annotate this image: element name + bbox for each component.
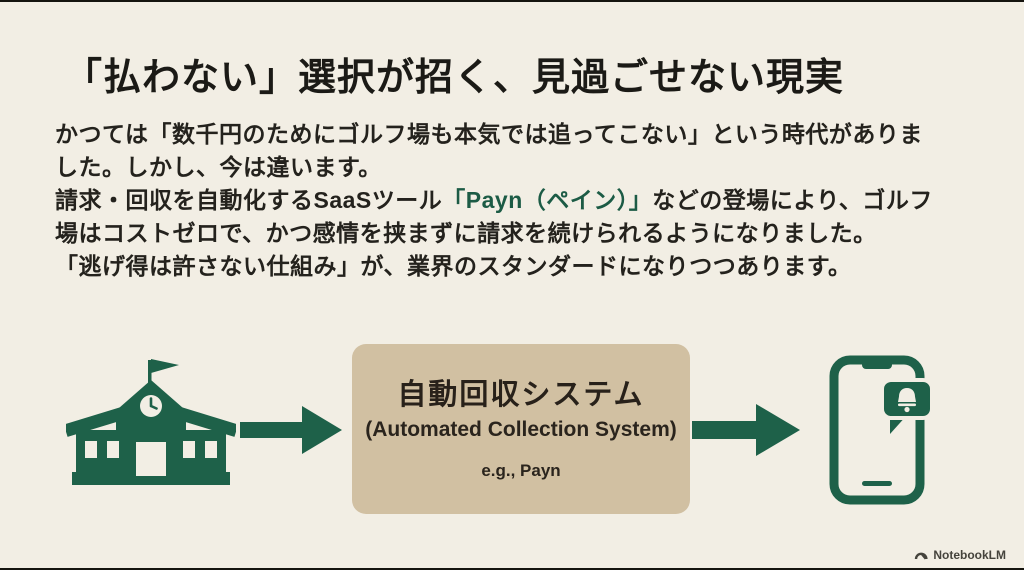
- bottom-frame-edge: [0, 568, 1024, 570]
- slide-title: 「払わない」選択が招く、見過ごせない現実: [64, 57, 845, 99]
- system-box-title-ja: 自動回収システム: [397, 379, 645, 411]
- arrow-right-icon: [692, 404, 800, 456]
- body-line-1: かつては「数千円のためにゴルフ場も本気では追ってこない」という時代がありま: [55, 121, 923, 147]
- body-line-3-post: などの登場により、ゴルフ: [652, 187, 933, 213]
- arrow-right-icon: [240, 406, 342, 454]
- watermark-label: NotebookLM: [933, 548, 1006, 562]
- clubhouse-building-icon: [66, 359, 236, 485]
- system-box: 自動回収システム (Automated Collection System) e…: [352, 344, 690, 514]
- body-line-3-pre: 請求・回収を自動化するSaaSツール: [55, 187, 443, 213]
- system-box-example: e.g., Payn: [481, 461, 561, 480]
- body-line-5: 「逃げ得は許さない仕組み」が、業界のスタンダードになりつつあります。: [55, 253, 852, 279]
- watermark: NotebookLM: [914, 548, 1006, 562]
- payn-highlight: 「Payn（ペイン）」: [442, 187, 653, 213]
- body-line-4: 場はコストゼロで、かつ感情を挟まずに請求を続けられるようになりました。: [55, 220, 877, 246]
- body-text: かつては「数千円のためにゴルフ場も本気では追ってこない」という時代がありま した…: [55, 118, 985, 283]
- notebooklm-logo-icon: [915, 552, 928, 560]
- system-box-title-en: (Automated Collection System): [365, 418, 677, 441]
- body-line-3: 請求・回収を自動化するSaaSツール「Payn（ペイン）」などの登場により、ゴル…: [55, 184, 985, 217]
- smartphone-notification-icon: [829, 355, 934, 505]
- body-line-2: した。しかし、今は違います。: [55, 154, 382, 180]
- top-frame-edge: [0, 0, 1024, 2]
